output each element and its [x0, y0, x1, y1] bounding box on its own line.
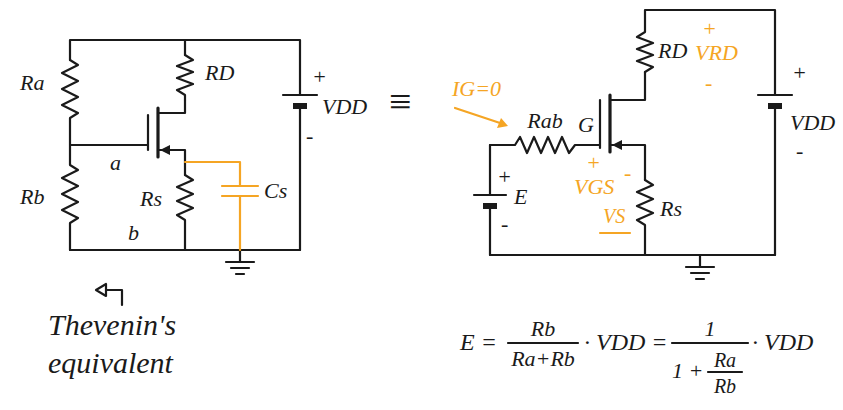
resistor-label: Rs	[140, 188, 162, 210]
polarity-sign: -	[624, 162, 631, 184]
battery-plate	[768, 103, 782, 109]
voltage-label: VS	[603, 206, 625, 226]
pin-name: G	[578, 114, 594, 136]
resistor-label: Rb	[20, 186, 44, 208]
formula-term: Rb	[531, 318, 555, 340]
polarity-sign: +	[312, 66, 327, 88]
resistor-label: RD	[658, 40, 687, 62]
formula-term: · VDD	[752, 330, 813, 354]
source-label: E	[514, 186, 527, 208]
voltage-label: VDD	[322, 96, 367, 118]
wire	[158, 150, 185, 175]
polarity-sign: -	[306, 125, 313, 147]
resistor-symbol	[490, 137, 600, 153]
resistor-symbol	[637, 10, 775, 95]
node-name: b	[128, 222, 139, 244]
battery-plate	[483, 203, 497, 209]
resistor-label: Ra	[20, 72, 44, 94]
ground-symbol	[686, 255, 714, 279]
gate-plate	[147, 115, 149, 150]
wire	[299, 109, 301, 250]
battery-plate	[758, 94, 792, 96]
polarity-sign: +	[497, 166, 512, 188]
equivalence-sign: ≡	[387, 82, 414, 122]
formula-term: · VDD =	[584, 330, 668, 354]
battery-plate	[283, 94, 317, 96]
formula-term: 1	[705, 318, 716, 340]
wire	[610, 72, 645, 100]
resistor-label: RD	[205, 62, 234, 84]
current-label: IG=0	[452, 78, 501, 100]
battery-plate	[293, 103, 307, 109]
wire	[239, 196, 241, 250]
wire	[774, 109, 776, 255]
capacitor-symbol	[222, 186, 258, 196]
left-circuit	[62, 40, 317, 305]
mosfet-channel	[608, 95, 611, 152]
resistor-label: Rab	[527, 110, 562, 132]
resistor-symbol	[177, 55, 193, 100]
voltage-label: VRD	[695, 42, 738, 64]
resistor-symbol	[177, 175, 193, 250]
voltage-label: VGS	[574, 176, 614, 198]
wire	[489, 145, 491, 195]
polarity-sign: +	[702, 18, 717, 40]
current-arrow	[455, 108, 500, 123]
formula-term: Ra+Rb	[511, 348, 575, 370]
arrow-head	[497, 118, 508, 128]
polarity-sign: -	[705, 72, 712, 94]
polarity-sign: -	[501, 213, 508, 235]
wire	[184, 40, 186, 55]
underline	[600, 232, 630, 234]
resistor-symbol	[62, 145, 78, 250]
wire	[490, 254, 775, 256]
bracket	[106, 290, 122, 305]
polarity-sign: +	[792, 62, 807, 84]
gate-plate	[599, 100, 601, 148]
voltage-label: VDD	[790, 112, 835, 134]
resistor-symbol	[62, 60, 78, 145]
wire	[70, 144, 148, 146]
node-name: a	[110, 152, 121, 174]
mosfet-arrow	[160, 145, 170, 155]
polarity-sign: +	[586, 152, 601, 174]
annotation	[455, 108, 630, 233]
bypass-capacitor	[185, 162, 258, 250]
wire	[158, 100, 185, 113]
mosfet-arrow	[612, 140, 622, 150]
resistor-symbol	[637, 180, 653, 255]
polarity-sign: -	[796, 140, 803, 162]
wire	[489, 209, 491, 255]
resistor-label: Rs	[660, 198, 682, 220]
formula-term: Rb	[714, 376, 736, 396]
wire	[185, 162, 240, 186]
battery-plate	[474, 194, 506, 196]
formula-term: Ra	[714, 350, 736, 370]
right-circuit	[474, 10, 792, 372]
note: Thevenin's equivalent	[48, 306, 258, 381]
formula-term: 1 +	[672, 360, 703, 382]
formula-term: E =	[460, 330, 497, 354]
capacitor-label: Cs	[264, 180, 287, 202]
ground-symbol	[226, 250, 254, 274]
arrow-head	[96, 284, 106, 296]
